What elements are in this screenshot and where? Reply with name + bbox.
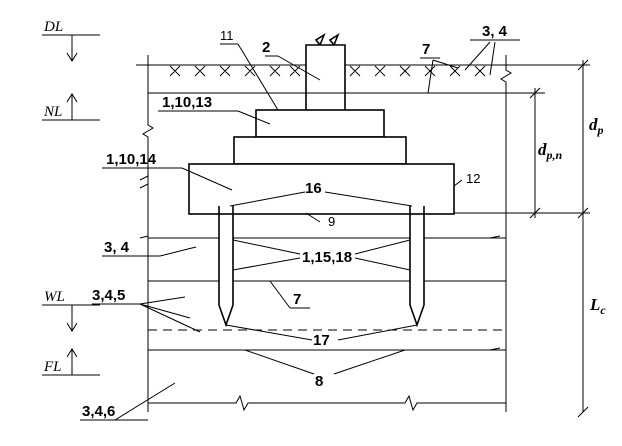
level-label-nl: NL [43,104,62,120]
level-marker-fl: FL [42,348,100,376]
svg-text:3, 4: 3, 4 [482,23,508,40]
callout-3-4-top: 3, 4 [464,23,520,76]
dim-label-lc: Lc [589,295,606,317]
dim-label-dpn: dp,n [538,140,563,162]
footing-step-middle [233,136,407,165]
svg-text:7: 7 [422,41,430,58]
bottom-boundary-line [148,394,506,412]
fill-hatching [169,65,486,77]
svg-text:8: 8 [315,373,323,390]
callout-1-15-18: 1,15,18 [232,239,411,271]
svg-text:1,10,14: 1,10,14 [106,151,157,168]
svg-text:2: 2 [262,39,270,56]
callout-9: 9 [305,212,335,229]
svg-text:12: 12 [466,171,480,186]
svg-text:3,4,5: 3,4,5 [92,287,125,304]
left-boundary [142,55,154,230]
callout-7-mid: 7 [269,280,310,309]
right-boundary [500,55,512,412]
pile-left [218,206,234,328]
svg-text:16: 16 [305,180,322,197]
level-label-dl: DL [43,19,63,35]
svg-text:7: 7 [293,291,301,308]
svg-text:9: 9 [328,214,335,229]
callout-3-4-mid: 3, 4 [102,239,197,257]
callout-3-4-5: 3,4,5 [92,287,201,333]
callout-17: 17 [225,324,418,349]
dimension-dpn: dp,n [454,87,590,219]
level-label-wl: WL [44,289,65,305]
callout-2: 2 [262,39,321,81]
dim-label-dp: dp [589,115,604,137]
callout-3-4-6: 3,4,6 [80,382,176,421]
callout-16: 16 [229,180,413,207]
svg-text:3,4,6: 3,4,6 [82,403,115,420]
footing-step-top [255,109,385,138]
level-marker-wl: WL [42,289,100,332]
svg-text:17: 17 [313,332,330,349]
dimension-dp: dp [506,59,604,418]
callout-1-10-13: 1,10,13 [158,94,271,125]
callout-7-top: 7 [420,41,459,94]
dimension-lc: Lc [589,295,606,317]
pile-right [409,206,425,328]
level-label-fl: FL [43,359,62,375]
column [305,33,346,110]
callout-1-10-14: 1,10,14 [102,151,233,191]
callout-11: 11 [220,28,279,111]
svg-text:3, 4: 3, 4 [104,239,130,256]
level-marker-nl: NL [42,93,100,121]
svg-text:11: 11 [220,28,234,43]
svg-text:1,10,13: 1,10,13 [162,94,212,111]
callout-12: 12 [453,171,480,187]
callout-8: 8 [244,349,406,390]
level-marker-dl: DL [42,19,100,62]
svg-text:1,15,18: 1,15,18 [302,249,352,266]
